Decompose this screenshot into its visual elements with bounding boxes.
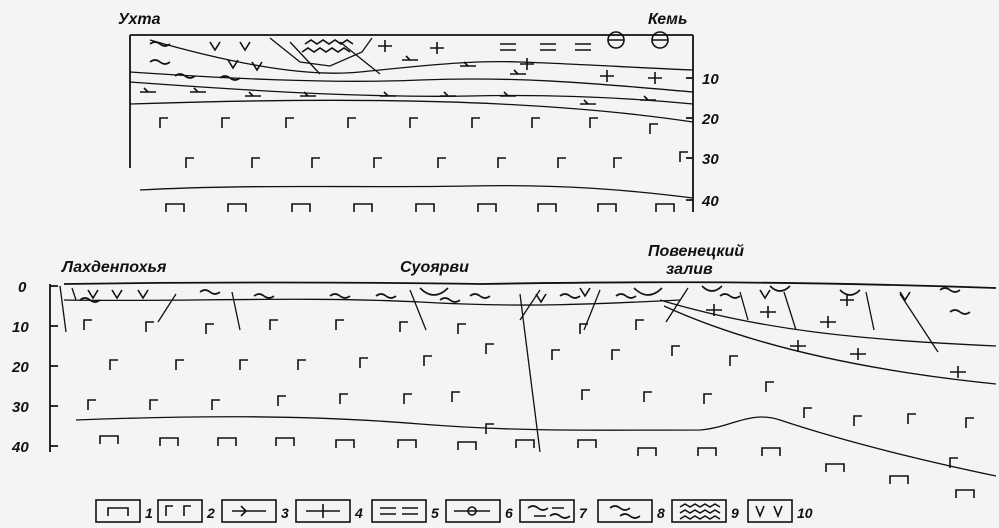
legend-number: 8: [657, 505, 665, 521]
place-label-povenets-line2: залив: [666, 261, 713, 278]
legend-item-5: 5: [372, 500, 439, 522]
legend-number: 7: [579, 505, 588, 521]
legend-number: 5: [431, 505, 439, 521]
legend-item-10: 10: [748, 500, 813, 522]
bottom-profile: Лахденпохья Суоярви Повенецкий залив 0 1…: [11, 243, 996, 498]
legend-number: 6: [505, 505, 513, 521]
top-depth-tick: 10: [702, 71, 719, 88]
top-depth-tick: 40: [701, 193, 719, 210]
top-depth-tick: 20: [701, 111, 719, 128]
bottom-depth-tick: 40: [11, 439, 29, 456]
legend-item-8: 8: [598, 500, 665, 522]
legend-item-1: 1: [96, 500, 153, 522]
top-basalt-symbols: [166, 204, 674, 212]
bottom-depth-tick: 30: [12, 399, 29, 416]
legend-number: 3: [281, 505, 289, 521]
legend-number: 2: [206, 505, 215, 521]
top-granulite-symbols: [160, 118, 688, 168]
legend: 1 2 3 4 5 6 7: [96, 500, 813, 522]
legend-number: 4: [354, 505, 363, 521]
legend-number: 10: [797, 505, 813, 521]
bottom-depth-tick: 0: [18, 279, 27, 296]
place-label-kem: Кемь: [648, 11, 687, 28]
bottom-basalt-symbols: [100, 436, 974, 498]
legend-item-6: 6: [446, 500, 513, 522]
legend-item-2: 2: [158, 500, 215, 522]
place-label-suoyarvi: Суоярви: [400, 259, 469, 276]
top-depth-tick: 30: [702, 151, 719, 168]
bottom-depth-ticks: 0 10 20 30 40: [11, 279, 58, 456]
bottom-depth-tick: 20: [11, 359, 29, 376]
bottom-depth-tick: 10: [12, 319, 29, 336]
bottom-surface-line: [64, 282, 996, 288]
top-profile: Ухта Кемь 10 20 30 40: [118, 11, 719, 212]
legend-item-7: 7: [520, 500, 588, 522]
legend-item-3: 3: [222, 500, 289, 522]
legend-item-9: 9: [672, 500, 739, 522]
legend-number: 1: [145, 505, 153, 521]
place-label-lakhdenpokhya: Лахденпохья: [61, 259, 167, 276]
place-label-povenets-line1: Повенецкий: [648, 243, 744, 260]
place-label-ukhta: Ухта: [118, 11, 161, 28]
bottom-layer-boundaries: [60, 282, 996, 476]
legend-number: 9: [731, 505, 739, 521]
legend-item-4: 4: [296, 500, 363, 522]
